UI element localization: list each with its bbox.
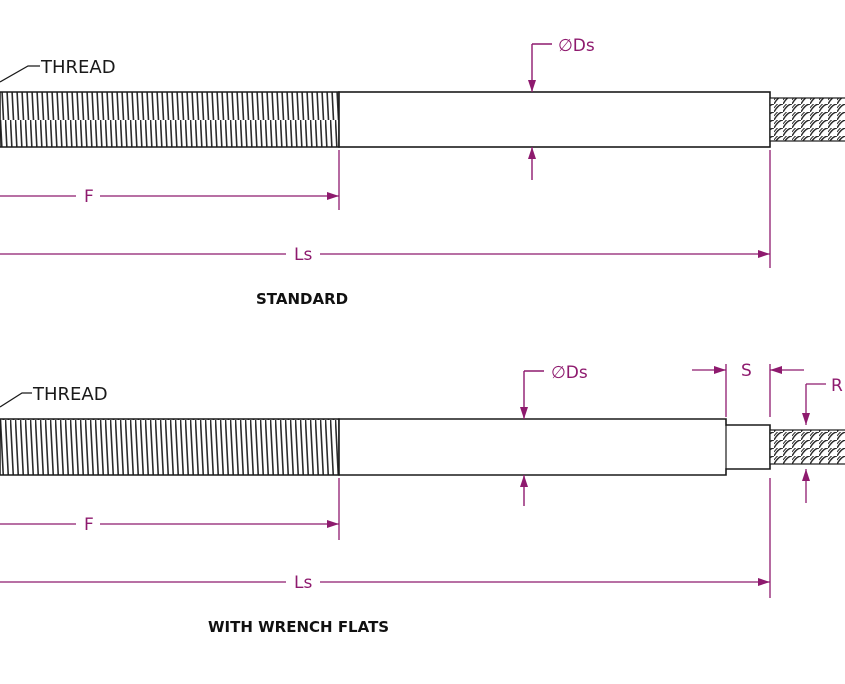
standard-thread-label: THREAD (40, 57, 116, 78)
standard-f-label: F (84, 187, 94, 207)
wrench-thread-leader (0, 392, 32, 408)
standard-wire-rope (769, 97, 845, 142)
wrench-shank (338, 418, 771, 476)
standard-threaded-section (0, 91, 340, 148)
standard-diameter-label: ∅Ds (558, 36, 595, 56)
wrench-thread-label: THREAD (32, 384, 108, 405)
wrench-diameter-label: ∅Ds (551, 363, 588, 383)
wrench-wire-rope (769, 429, 845, 465)
standard-caption: STANDARD (256, 290, 348, 308)
wrench-f-label: F (84, 515, 94, 535)
wrench-flats-view: THREAD ∅Ds S R F Ls WITH WRENCH FLATS (0, 361, 845, 636)
wrench-ls-label: Ls (294, 573, 312, 593)
standard-ls-label: Ls (294, 245, 312, 265)
standard-thread-leader (0, 65, 40, 83)
standard-shank (338, 91, 771, 148)
standard-view: THREAD ∅Ds F Ls STANDARD (0, 36, 845, 308)
wrench-threaded-section (0, 418, 340, 476)
wrench-s-label: S (741, 361, 752, 381)
wrench-r-label: R (831, 376, 843, 396)
wrench-caption: WITH WRENCH FLATS (208, 618, 389, 636)
